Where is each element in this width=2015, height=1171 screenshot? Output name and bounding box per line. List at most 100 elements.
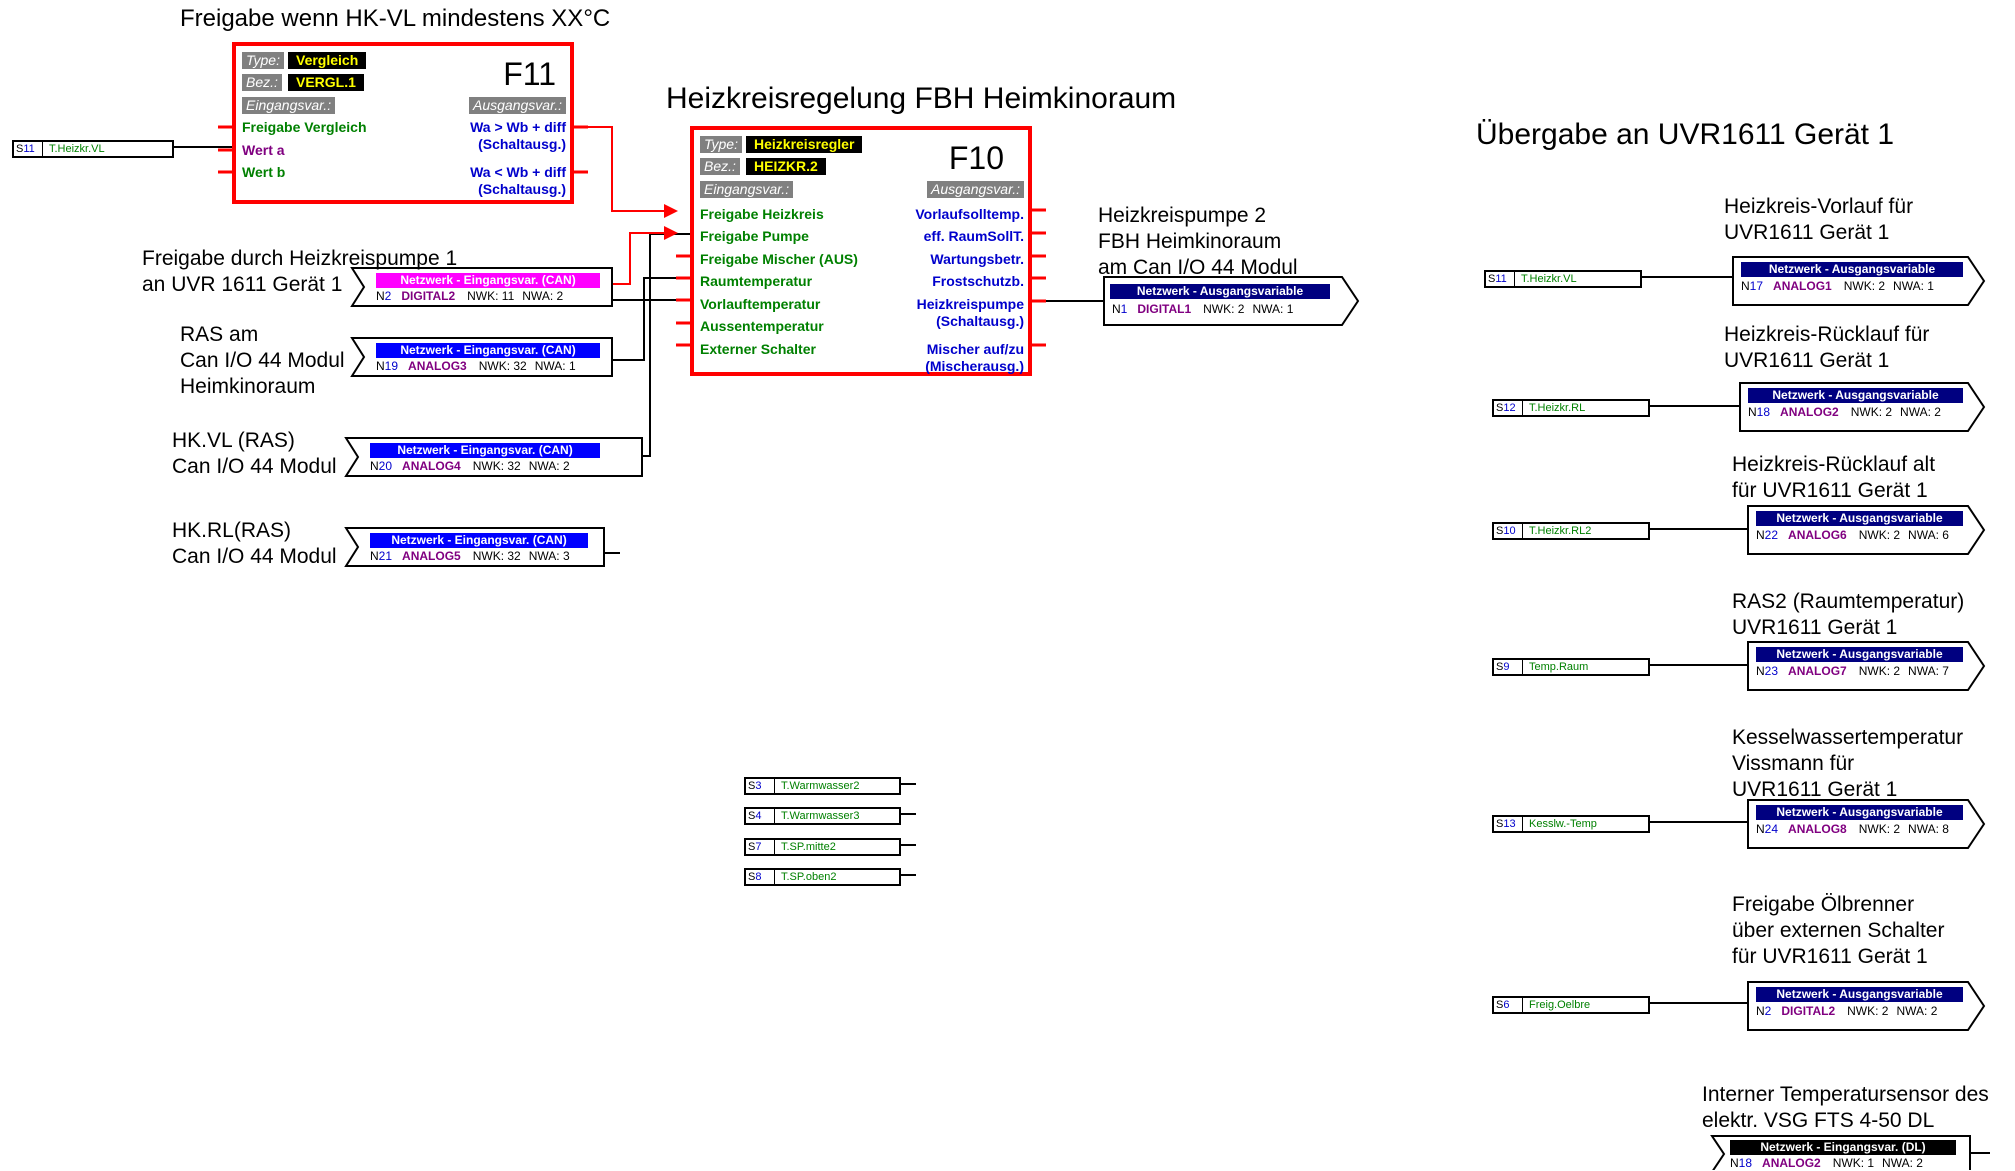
- caption-line: über externen Schalter: [1732, 919, 1945, 942]
- net-input-head: Netzwerk - Eingangsvar. (CAN): [376, 273, 600, 288]
- input-freigabe-pumpe: Freigabe Pumpe: [700, 228, 809, 244]
- sensor-id: S3: [746, 779, 775, 793]
- caption-line: Can I/O 44 Modul: [180, 349, 345, 372]
- f10-caption: Heizkreisregelung FBH Heimkinoraum: [666, 82, 1177, 115]
- caption-line: Heizkreis-Vorlauf für: [1724, 195, 1914, 218]
- bez-value: VERGL.1: [288, 74, 364, 91]
- caption-line: UVR1611 Gerät 1: [1724, 349, 1890, 372]
- eingangsvar-tag: Eingangsvar.:: [242, 97, 336, 114]
- net-input-head: Netzwerk - Eingangsvar. (CAN): [370, 443, 600, 458]
- pump-caption: Heizkreispumpe 2 FBH Heimkinoraum am Can…: [1098, 203, 1298, 281]
- caption-line: Interner Temperatursensor des: [1702, 1083, 1989, 1106]
- f11-number: F11: [503, 56, 556, 92]
- caption-line: für UVR1611 Gerät 1: [1732, 479, 1928, 502]
- net-output-head: Netzwerk - Ausgangsvariable: [1748, 388, 1963, 403]
- caption-line: Can I/O 44 Modul: [172, 545, 337, 568]
- sensor-id: S11: [14, 142, 43, 156]
- right-output-caption: Kesselwassertemperatur Vissmann für UVR1…: [1732, 725, 1963, 803]
- input-externer-schalter: Externer Schalter: [700, 341, 816, 357]
- sensor-s8[interactable]: S8 T.SP.oben2: [744, 868, 901, 886]
- sensor-name: T.SP.oben2: [781, 871, 837, 883]
- type-tag: Type:: [700, 136, 742, 153]
- sensor-s3[interactable]: S3 T.Warmwasser2: [744, 777, 901, 795]
- caption-line: Heimkinoraum: [180, 375, 316, 398]
- input-freigabe-mischer: Freigabe Mischer (AUS): [700, 251, 858, 267]
- net-output-head: Netzwerk - Ausgangsvariable: [1756, 511, 1963, 526]
- sensor-name: T.SP.mitte2: [781, 841, 836, 853]
- sensor-name: T.Warmwasser3: [781, 810, 860, 822]
- net-output-head: Netzwerk - Ausgangsvariable: [1756, 647, 1963, 662]
- hkvl-caption: HK.VL (RAS) Can I/O 44 Modul: [172, 428, 337, 480]
- sensor-id: S13: [1494, 817, 1523, 831]
- net-input-head: Netzwerk - Eingangsvar. (DL): [1730, 1140, 1956, 1155]
- caption-line: UVR1611 Gerät 1: [1732, 616, 1898, 639]
- sensor-name: T.Heizkr.RL2: [1529, 525, 1592, 537]
- sensor-s11-left[interactable]: S11 T.Heizkr.VL: [12, 140, 174, 158]
- input-raumtemperatur: Raumtemperatur: [700, 273, 813, 289]
- pump-caption-line: Heizkreispumpe 2: [1098, 204, 1267, 227]
- input-freigabe-heizkreis: Freigabe Heizkreis: [700, 206, 824, 222]
- sensor-name: T.Heizkr.VL: [49, 143, 105, 155]
- input-aussentemperatur: Aussentemperatur: [700, 318, 824, 334]
- right-output-caption: Heizkreis-Rücklauf alt für UVR1611 Gerät…: [1732, 452, 1935, 504]
- right-output-caption: Heizkreis-Vorlauf für UVR1611 Gerät 1: [1724, 194, 1913, 246]
- caption-line: für UVR1611 Gerät 1: [1732, 945, 1928, 968]
- sensor-name: T.Heizkr.VL: [1521, 273, 1577, 285]
- caption-line: RAS2 (Raumtemperatur): [1732, 590, 1965, 613]
- sensor-id: S6: [1494, 998, 1523, 1012]
- right-section-title: Übergabe an UVR1611 Gerät 1: [1476, 118, 1895, 151]
- right-output-caption: Heizkreis-Rücklauf für UVR1611 Gerät 1: [1724, 322, 1929, 374]
- output-mischer: Mischer auf/zu: [926, 341, 1024, 357]
- caption-line: Heizkreis-Rücklauf alt: [1732, 453, 1936, 476]
- output-schaltausg: (Schaltausg.): [478, 136, 566, 152]
- f10-number: F10: [948, 140, 1004, 176]
- f11-function-block[interactable]: F11 Type: Vergleich Bez.: VERGL.1 Eingan…: [232, 42, 574, 204]
- type-value: Heizkreisregler: [746, 136, 863, 153]
- hkrl-caption: HK.RL(RAS) Can I/O 44 Modul: [172, 518, 337, 570]
- sensor-name: T.Warmwasser2: [781, 780, 860, 792]
- caption-line: UVR1611 Gerät 1: [1732, 778, 1898, 801]
- output-frostschutzb: Frostschutzb.: [932, 273, 1024, 289]
- output-eff-raumsollt: eff. RaumSollT.: [923, 228, 1024, 244]
- type-tag: Type:: [242, 52, 284, 69]
- sensor-id: S4: [746, 809, 775, 823]
- caption-line: Kesselwassertemperatur: [1732, 726, 1964, 749]
- output-heizkreispumpe: Heizkreispumpe: [916, 296, 1024, 312]
- f11-caption: Freigabe wenn HK-VL mindestens XX°C: [180, 5, 611, 32]
- output-vorlaufsolltemp: Vorlaufsolltemp.: [915, 206, 1024, 222]
- input-wert-a: Wert a: [242, 142, 285, 158]
- net-output-head: Netzwerk - Ausgangsvariable: [1110, 284, 1330, 299]
- sensor-id: S8: [746, 870, 775, 884]
- sensor-s4[interactable]: S4 T.Warmwasser3: [744, 807, 901, 825]
- input-vorlauftemperatur: Vorlauftemperatur: [700, 296, 821, 312]
- bez-value: HEIZKR.2: [746, 158, 826, 175]
- output-wa-lt-wb: Wa < Wb + diff: [470, 164, 566, 180]
- f10-function-block[interactable]: F10 Type: Heizkreisregler Bez.: HEIZKR.2…: [690, 126, 1032, 376]
